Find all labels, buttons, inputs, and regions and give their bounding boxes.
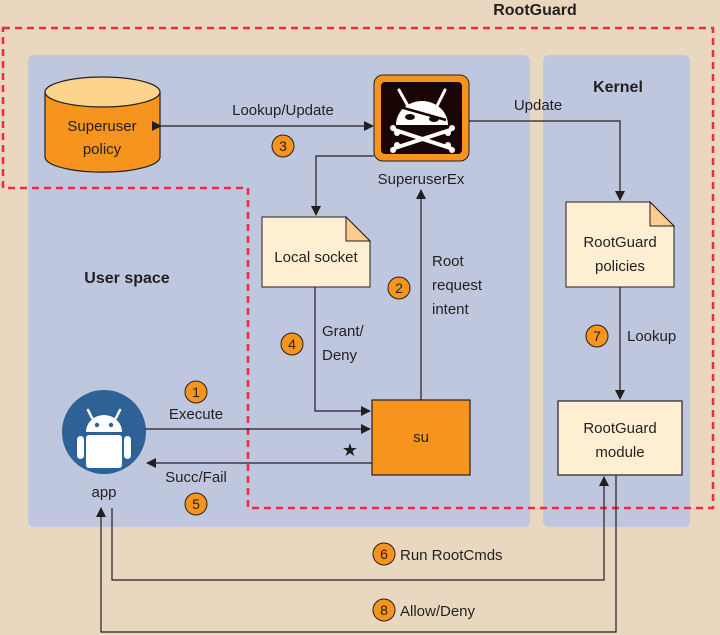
edge-root-request-label-2: request xyxy=(432,277,483,294)
edge-root-request-label-1: Root xyxy=(432,253,465,270)
rootguard-policies-label-2: policies xyxy=(595,258,645,275)
edge-allow-deny-label: Allow/Deny xyxy=(400,603,476,620)
rootguard-title: RootGuard xyxy=(493,2,577,19)
edge-superuserex-to-socket xyxy=(311,155,374,216)
local-socket-label: Local socket xyxy=(274,249,358,266)
rootguard-module-label-1: RootGuard xyxy=(583,420,656,437)
app-label: app xyxy=(91,484,116,501)
superuserex-label: SuperuserEx xyxy=(378,171,465,188)
edge-update xyxy=(469,120,625,201)
rootguard-boundary xyxy=(1,26,715,510)
edge-update-label: Update xyxy=(514,97,562,114)
edge-lookup-update-label: Lookup/Update xyxy=(232,102,334,119)
local-socket-note: Local socket xyxy=(261,215,372,288)
step-3-badge: 3 xyxy=(271,134,295,158)
edge-allow-deny xyxy=(96,475,617,633)
svg-text:4: 4 xyxy=(288,336,296,352)
star-icon: ★ xyxy=(342,440,358,460)
step-2-badge: 2 xyxy=(387,276,411,300)
su-label: su xyxy=(413,429,429,446)
edge-run-rootcmds-label: Run RootCmds xyxy=(400,547,503,564)
edge-grant-deny xyxy=(314,287,371,416)
edge-execute-label: Execute xyxy=(169,406,223,423)
edge-grant-deny-label-1: Grant/ xyxy=(322,323,365,340)
svg-text:6: 6 xyxy=(380,546,388,562)
superuser-policy-label-2: policy xyxy=(83,141,122,158)
svg-text:3: 3 xyxy=(279,138,287,154)
step-4-badge: 4 xyxy=(280,332,304,356)
app-icon xyxy=(62,390,146,474)
step-8-badge: 8 xyxy=(372,598,396,622)
step-1-badge: 1 xyxy=(184,380,208,404)
svg-text:8: 8 xyxy=(380,602,388,618)
edge-grant-deny-label-2: Deny xyxy=(322,347,358,364)
svg-text:7: 7 xyxy=(593,328,601,344)
kernel-label: Kernel xyxy=(593,79,643,96)
edge-lookup-label: Lookup xyxy=(627,328,676,345)
rootguard-policies-note: RootGuard policies xyxy=(565,200,676,288)
edge-run-rootcmds xyxy=(111,476,609,581)
rootguard-module-box: RootGuard module xyxy=(557,400,683,476)
user-space-label: User space xyxy=(84,270,169,287)
superuser-policy-label-1: Superuser xyxy=(67,118,136,135)
edge-root-request-label-3: intent xyxy=(432,301,470,318)
step-7-badge: 7 xyxy=(585,324,609,348)
rootguard-policies-label-1: RootGuard xyxy=(583,234,656,251)
step-6-badge: 6 xyxy=(372,542,396,566)
svg-text:2: 2 xyxy=(395,280,403,296)
rootguard-module-label-2: module xyxy=(595,444,644,461)
edge-succ-fail-label: Succ/Fail xyxy=(165,469,227,486)
su-box: su xyxy=(371,399,471,476)
svg-text:1: 1 xyxy=(192,384,200,400)
step-5-badge: 5 xyxy=(184,492,208,516)
superuserex-icon xyxy=(373,74,470,162)
svg-text:5: 5 xyxy=(192,496,200,512)
superuser-policy-db: Superuser policy xyxy=(44,76,161,173)
